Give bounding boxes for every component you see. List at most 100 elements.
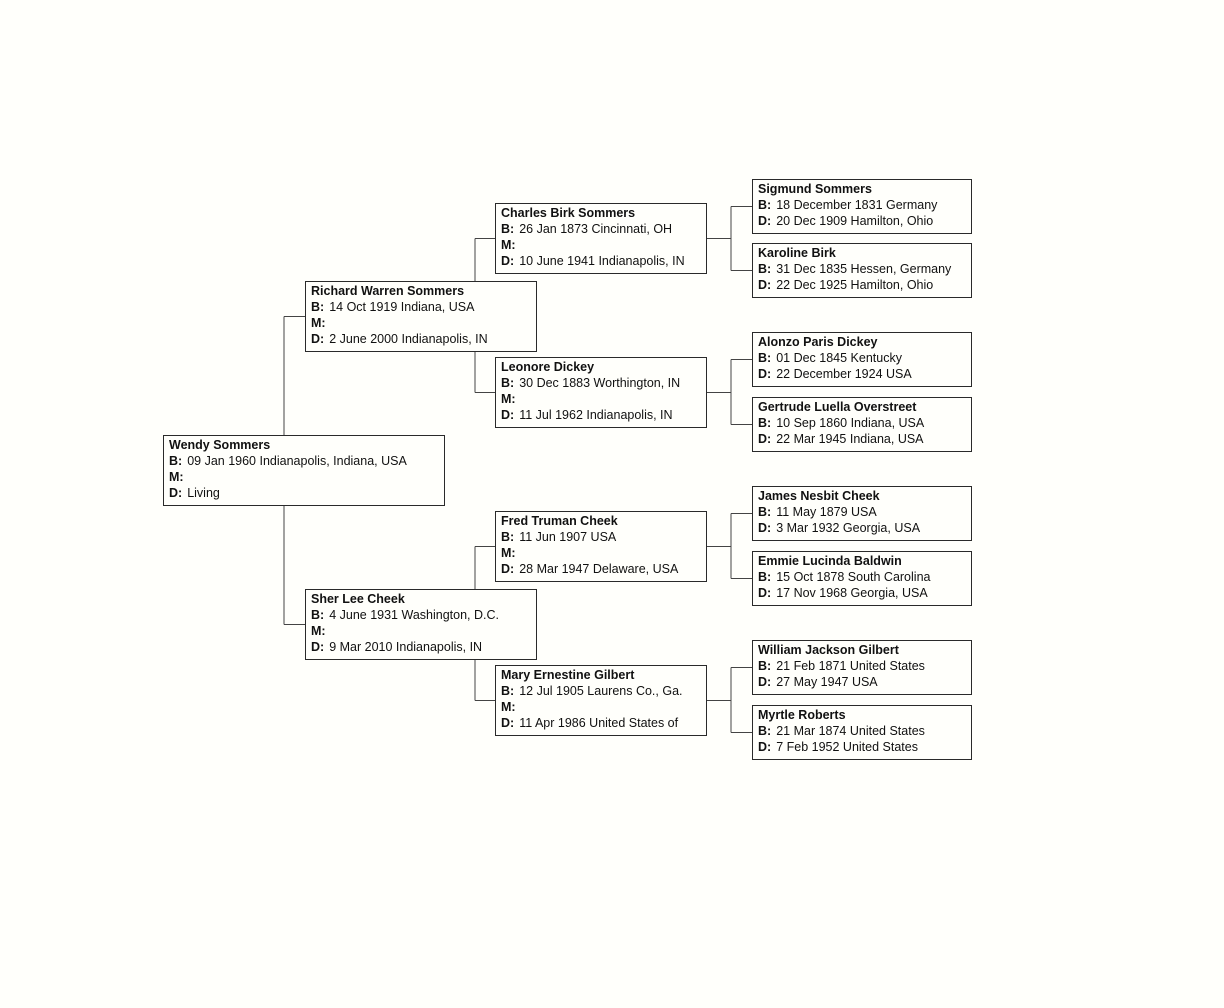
death-row-label: D: (758, 432, 772, 446)
marriage-row-label: M: (501, 546, 516, 560)
birth-row-value: 14 Oct 1919 Indiana, USA (329, 300, 475, 314)
birth-row-label: B: (501, 376, 515, 390)
death-row-label: D: (758, 367, 772, 381)
death-row: D:20 Dec 1909 Hamilton, Ohio (758, 213, 966, 229)
death-row-label: D: (758, 214, 772, 228)
death-row-label: D: (501, 562, 515, 576)
birth-row-label: B: (311, 300, 325, 314)
death-row: D: 22 December 1924 USA (758, 366, 966, 382)
person-name: Karoline Birk (758, 246, 836, 260)
birth-row: B:21 Mar 1874 United States (758, 723, 966, 739)
person-name: Leonore Dickey (501, 360, 595, 374)
marriage-row: M: (501, 391, 701, 407)
birth-row-value: 01 Dec 1845 Kentucky (776, 351, 902, 365)
marriage-row-label: M: (501, 392, 516, 406)
person-name: Richard Warren Sommers (311, 284, 465, 298)
death-row-label: D: (758, 586, 772, 600)
death-row: D: 28 Mar 1947 Delaware, USA (501, 561, 701, 577)
death-row: D: 2 June 2000 Indianapolis, IN (311, 331, 531, 347)
birth-row-value: 09 Jan 1960 Indianapolis, Indiana, USA (187, 454, 407, 468)
death-row-label: D: (501, 716, 515, 730)
death-row-value: 28 Mar 1947 Delaware, USA (519, 562, 679, 576)
marriage-row: M: (311, 315, 531, 331)
death-row: D:27 May 1947 USA (758, 674, 966, 690)
death-row-value: 7 Feb 1952 United States (776, 740, 918, 754)
marriage-row-label: M: (501, 238, 516, 252)
marriage-row: M: (311, 623, 531, 639)
marriage-row: M: (501, 699, 701, 715)
birth-row-label: B: (758, 570, 772, 584)
death-row-label: D: (311, 332, 325, 346)
birth-row-label: B: (311, 608, 325, 622)
death-row-value: 17 Nov 1968 Georgia, USA (776, 586, 928, 600)
death-row-value: Living (187, 486, 220, 500)
birth-row-value: 11 May 1879 USA (776, 505, 877, 519)
death-row-label: D: (311, 640, 325, 654)
death-row-label: D: (501, 408, 515, 422)
birth-row: B: 14 Oct 1919 Indiana, USA (311, 299, 531, 315)
marriage-row-label: M: (311, 316, 326, 330)
birth-row-label: B: (169, 454, 183, 468)
death-row-label: D: (169, 486, 183, 500)
death-row: D:7 Feb 1952 United States (758, 739, 966, 755)
birth-row-value: 4 June 1931 Washington, D.C. (329, 608, 499, 622)
birth-row-value: 31 Dec 1835 Hessen, Germany (776, 262, 952, 276)
birth-row-value: 15 Oct 1878 South Carolina (776, 570, 931, 584)
death-row-value: 22 Dec 1925 Hamilton, Ohio (776, 278, 934, 292)
death-row: D: 3 Mar 1932 Georgia, USA (758, 520, 966, 536)
birth-row-label: B: (758, 351, 772, 365)
death-row-value: 11 Jul 1962 Indianapolis, IN (519, 408, 673, 422)
death-row: D:9 Mar 2010 Indianapolis, IN (311, 639, 531, 655)
death-row-value: 22 Mar 1945 Indiana, USA (776, 432, 924, 446)
person-name: Fred Truman Cheek (501, 514, 618, 528)
death-row-label: D: (758, 521, 772, 535)
birth-row: B:21 Feb 1871 United States (758, 658, 966, 674)
death-row-value: 3 Mar 1932 Georgia, USA (776, 521, 921, 535)
birth-row-label: B: (758, 505, 772, 519)
death-row-value: 22 December 1924 USA (776, 367, 912, 381)
person-name: Alonzo Paris Dickey (758, 335, 878, 349)
death-row: D: 17 Nov 1968 Georgia, USA (758, 585, 966, 601)
death-row: D:10 June 1941 Indianapolis, IN (501, 253, 701, 269)
death-row-value: 2 June 2000 Indianapolis, IN (329, 332, 488, 346)
marriage-row-label: M: (311, 624, 326, 638)
person-name: James Nesbit Cheek (758, 489, 880, 503)
birth-row-label: B: (758, 724, 772, 738)
person-name: Sigmund Sommers (758, 182, 872, 196)
birth-row-value: 30 Dec 1883 Worthington, IN (519, 376, 681, 390)
death-row-value: 27 May 1947 USA (776, 675, 878, 689)
birth-row: B: 09 Jan 1960 Indianapolis, Indiana, USA (169, 453, 439, 469)
marriage-row-label: M: (501, 700, 516, 714)
birth-row: B:26 Jan 1873 Cincinnati, OH (501, 221, 701, 237)
birth-row: B:11 Jun 1907 USA (501, 529, 701, 545)
birth-row: B: 12 Jul 1905 Laurens Co., Ga. (501, 683, 701, 699)
birth-row: B:31 Dec 1835 Hessen, Germany (758, 261, 966, 277)
birth-row-value: 11 Jun 1907 USA (519, 530, 617, 544)
birth-row-value: 12 Jul 1905 Laurens Co., Ga. (519, 684, 683, 698)
person-name: William Jackson Gilbert (758, 643, 899, 657)
birth-row-label: B: (501, 684, 515, 698)
birth-row-label: B: (758, 198, 772, 212)
birth-row-value: 10 Sep 1860 Indiana, USA (776, 416, 925, 430)
person-name: Charles Birk Sommers (501, 206, 636, 220)
birth-row: B: 15 Oct 1878 South Carolina (758, 569, 966, 585)
death-row-label: D: (501, 254, 515, 268)
death-row: D:22 Dec 1925 Hamilton, Ohio (758, 277, 966, 293)
birth-row: B: 01 Dec 1845 Kentucky (758, 350, 966, 366)
